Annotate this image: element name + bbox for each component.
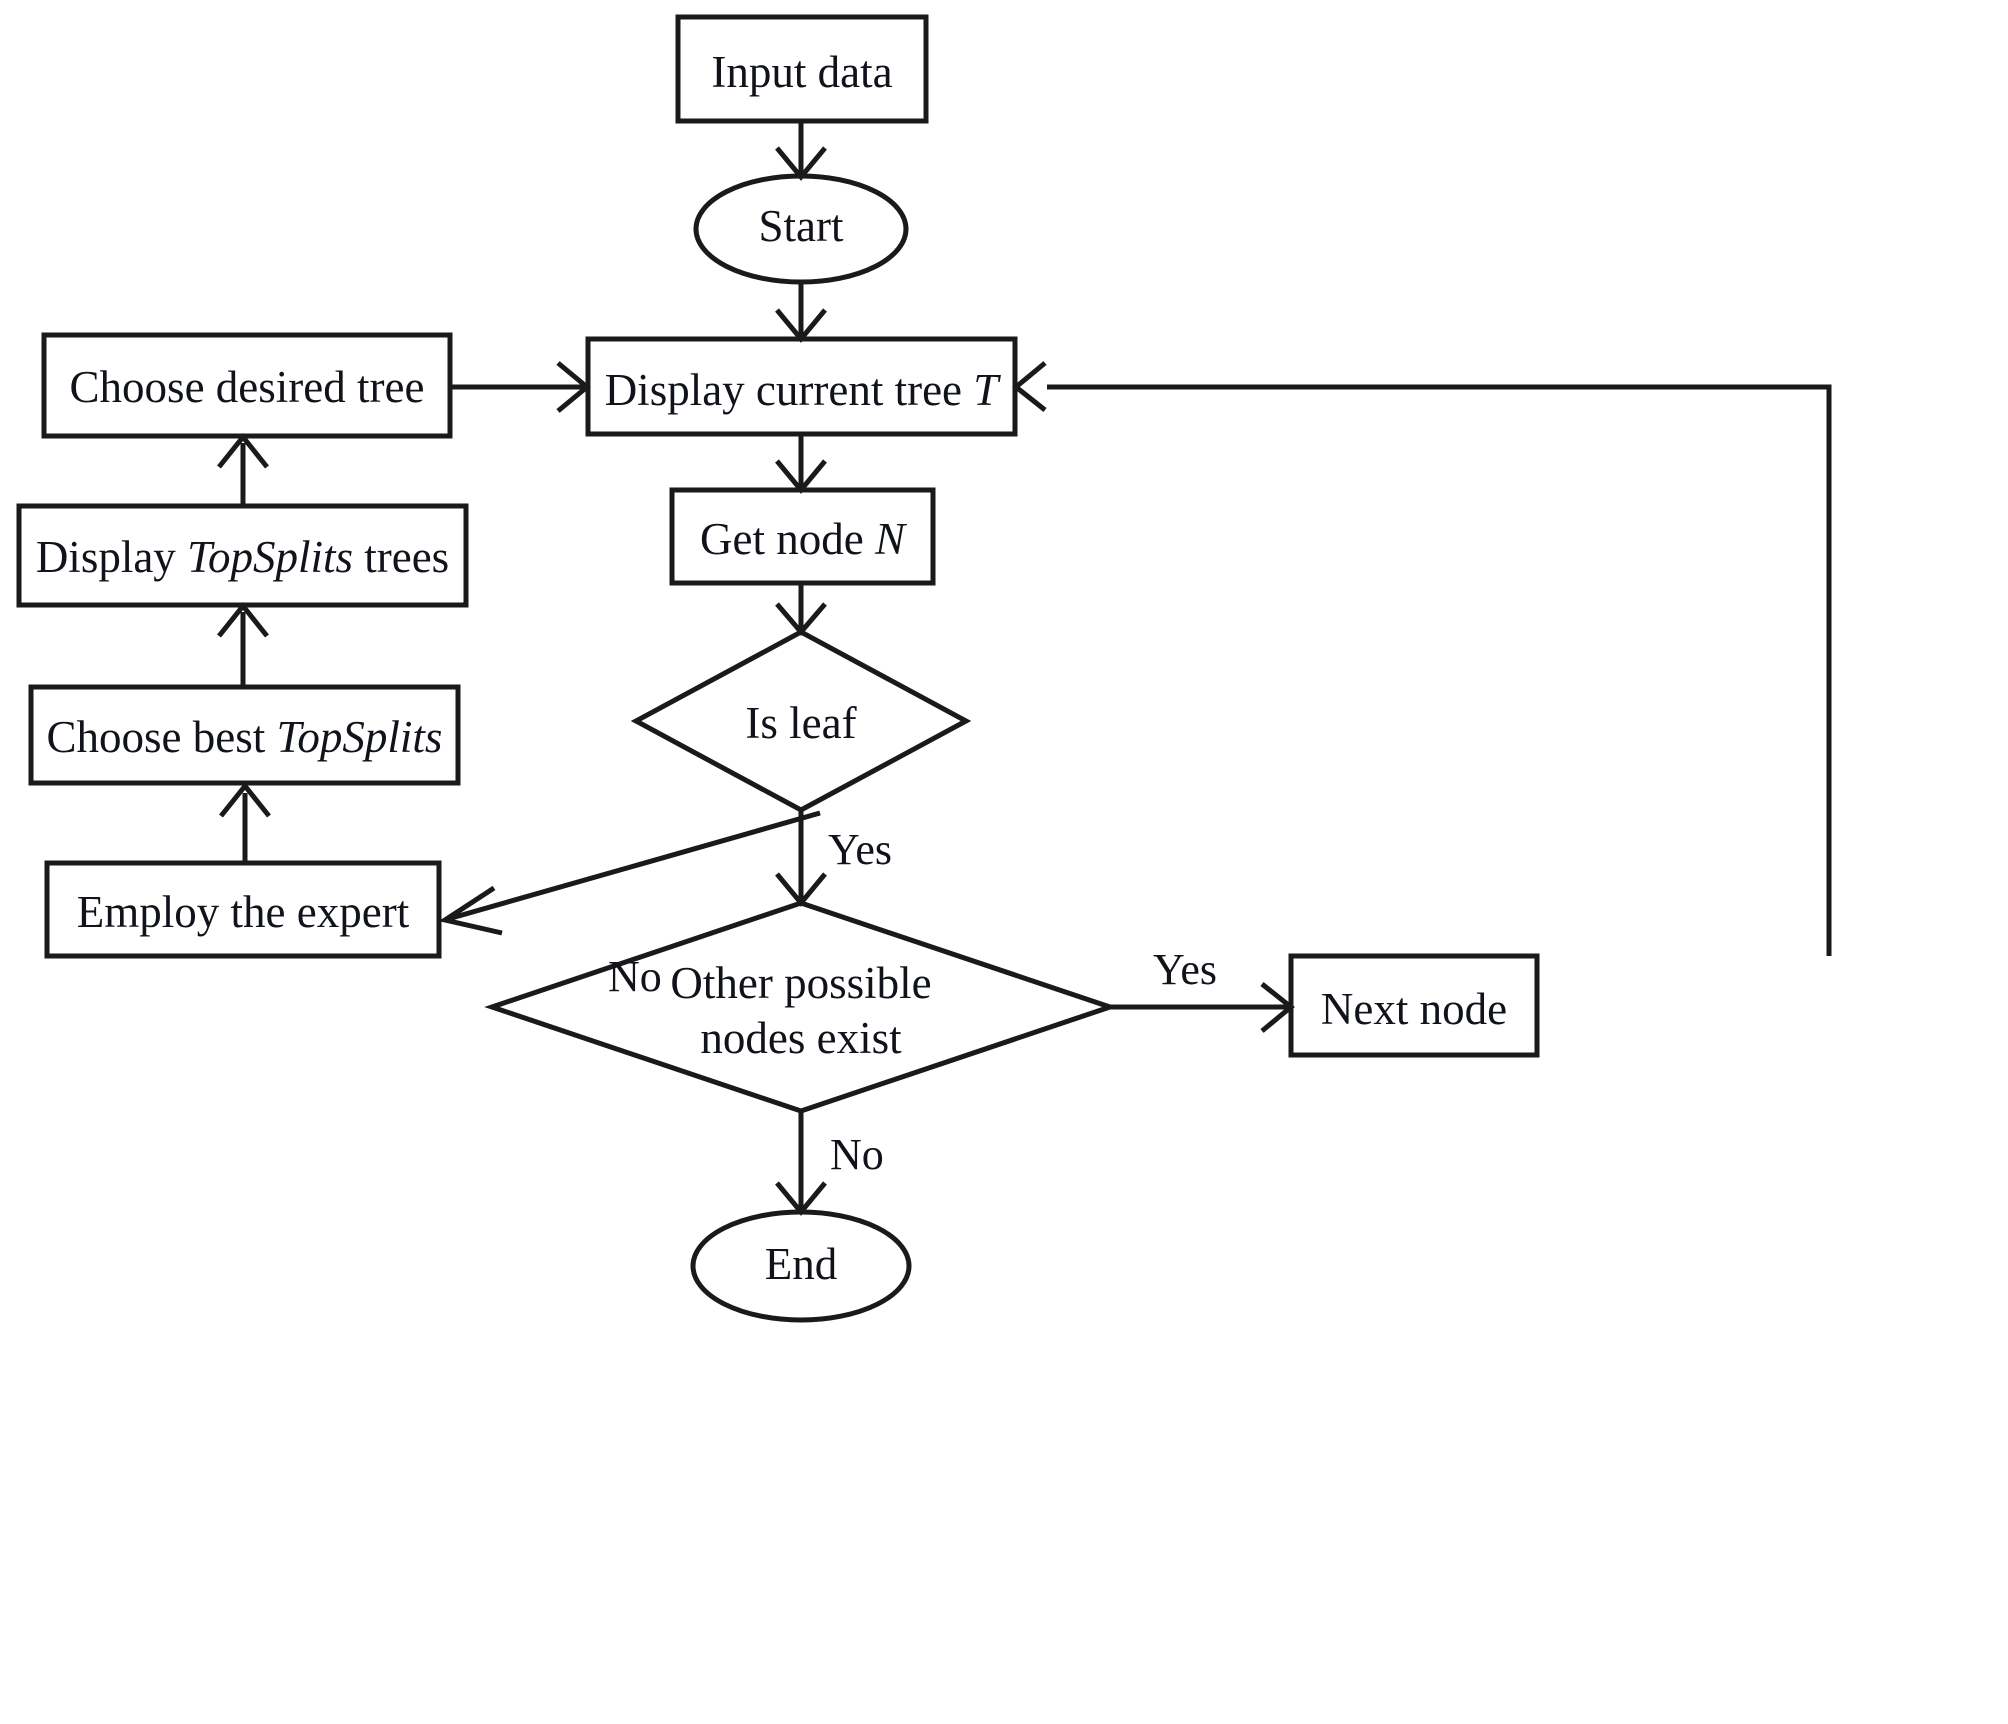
- node-display-current-tree[interactable]: [585, 336, 1018, 437]
- arrowhead-employ-expert-to-choose-best: [219, 781, 271, 818]
- arrowhead-input-to-start: [775, 146, 827, 181]
- arrowhead-display-topsplits-to-choose-desired: [217, 432, 269, 469]
- node-choose-desired-tree[interactable]: [41, 332, 453, 439]
- node-start[interactable]: [693, 173, 909, 285]
- node-input-data[interactable]: [675, 14, 929, 124]
- arrowhead-choose-best-to-display-topsplits: [217, 601, 269, 638]
- arrowhead-next-node-to-display-tree: [1012, 361, 1047, 412]
- node-display-topsplits-trees[interactable]: [16, 503, 469, 608]
- node-next-node[interactable]: [1288, 953, 1540, 1058]
- edge-is-leaf-no-to-employ-expert: [447, 810, 821, 922]
- node-other-possible-nodes[interactable]: [484, 900, 1118, 1114]
- arrowhead-display-tree-to-get-node: [775, 459, 827, 494]
- arrowhead-other-nodes-no-to-end: [775, 1181, 827, 1216]
- arrowhead-other-nodes-yes-to-next-node: [1260, 982, 1295, 1033]
- node-end[interactable]: [690, 1209, 912, 1323]
- edge-next-node-to-display-tree: [1047, 384, 1832, 956]
- arrowhead-is-leaf-yes-to-other-nodes: [775, 872, 827, 907]
- arrowhead-get-node-to-is-leaf: [775, 602, 827, 636]
- arrowhead-choose-desired-to-display-tree: [556, 361, 591, 413]
- node-choose-best-topsplits[interactable]: [28, 684, 461, 786]
- node-get-node[interactable]: [669, 487, 936, 586]
- arrowhead-start-to-display-tree: [775, 308, 827, 343]
- node-employ-the-expert[interactable]: [44, 860, 442, 959]
- arrowhead-is-leaf-no-to-employ-expert: [438, 885, 503, 936]
- node-is-leaf[interactable]: [630, 629, 972, 813]
